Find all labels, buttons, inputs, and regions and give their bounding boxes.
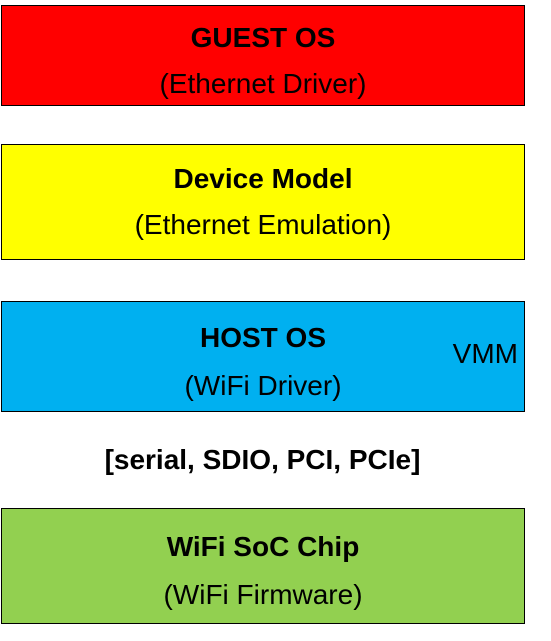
host-os-subtitle: (WiFi Driver) xyxy=(184,370,342,401)
device-model-layer: Device Model (Ethernet Emulation) xyxy=(1,144,525,260)
wifi-soc-chip-title: WiFi SoC Chip xyxy=(166,531,360,562)
device-model-subtitle: (Ethernet Emulation) xyxy=(134,209,392,240)
guest-os-subtitle: (Ethernet Driver) xyxy=(159,68,367,99)
guest-os-title: GUEST OS xyxy=(190,22,336,53)
host-os-layer: HOST OS (WiFi Driver) VMM xyxy=(1,301,525,412)
bus-interface-label: [serial, SDIO, PCI, PCIe] xyxy=(104,444,421,475)
vmm-label: VMM xyxy=(452,338,518,369)
wifi-soc-chip-layer: WiFi SoC Chip (WiFi Firmware) xyxy=(1,508,525,624)
device-model-title: Device Model xyxy=(173,163,353,194)
guest-os-layer: GUEST OS (Ethernet Driver) xyxy=(1,5,525,106)
wifi-soc-chip-subtitle: (WiFi Firmware) xyxy=(163,579,363,610)
host-os-title: HOST OS xyxy=(199,322,326,353)
